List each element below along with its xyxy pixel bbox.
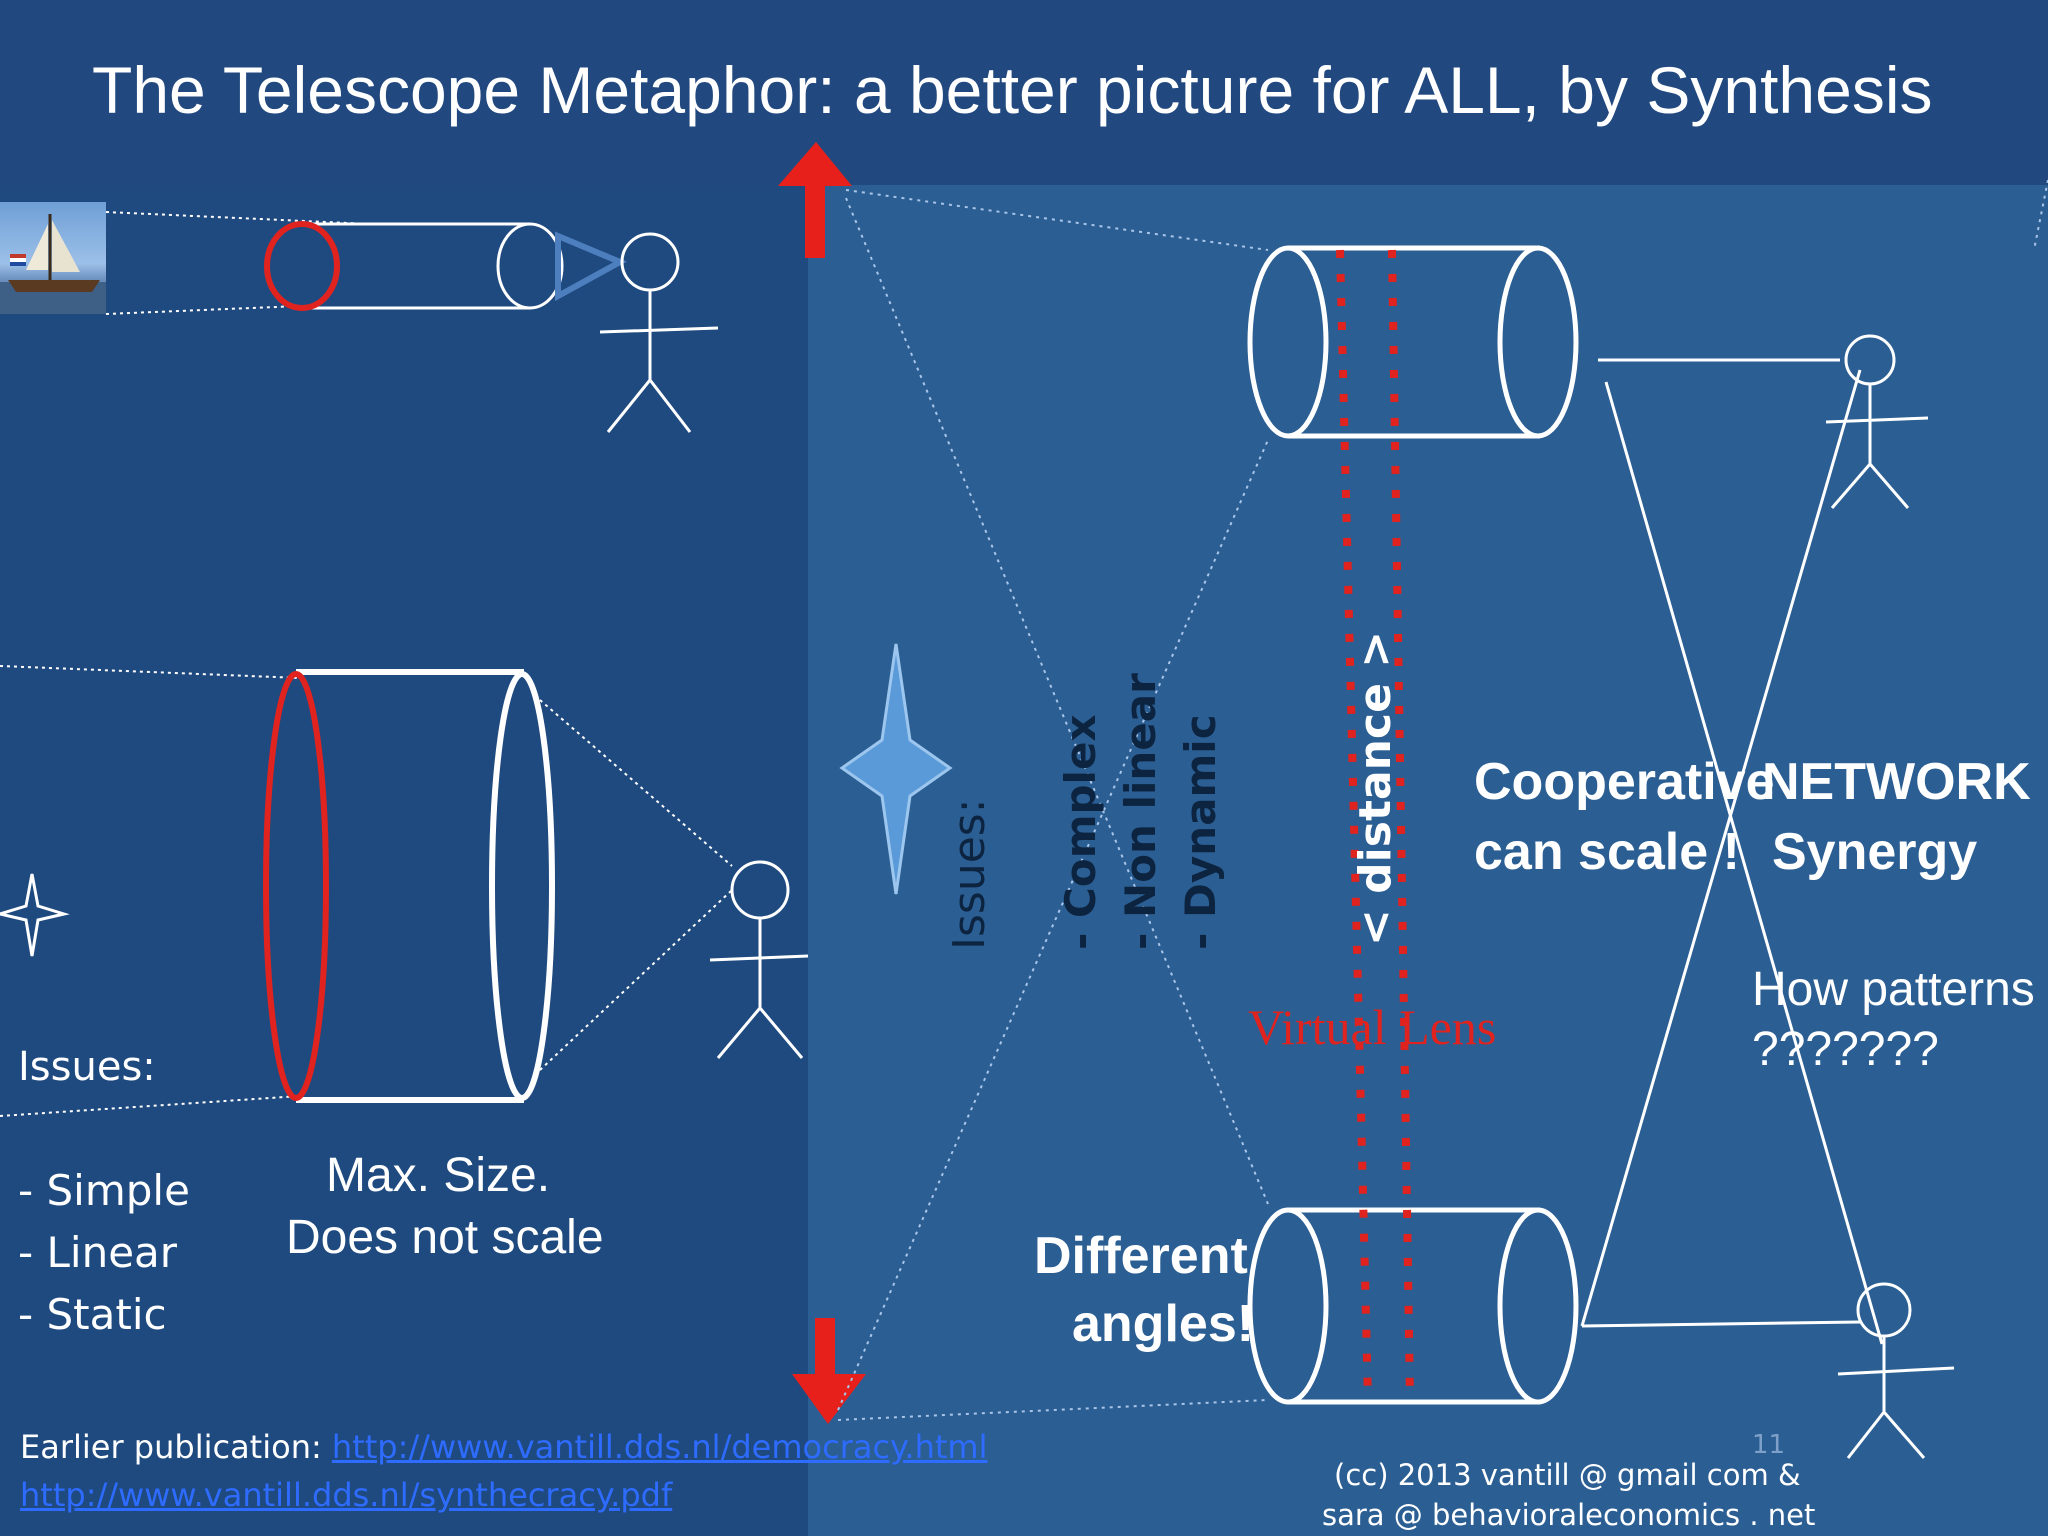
does-not-scale-label: Does not scale [286, 1211, 604, 1264]
question-marks-label: ??????? [1752, 1023, 1939, 1076]
slide-title: The Telescope Metaphor: a better picture… [92, 53, 1933, 127]
star-icon [0, 873, 70, 957]
right-issue-item: - Complex [1056, 714, 1105, 950]
star-icon [839, 643, 953, 895]
distance-label: < distance > [1350, 630, 1401, 946]
angles-label: angles! [1072, 1295, 1255, 1353]
network-lines [1580, 358, 1884, 1345]
earlier-publication: Earlier publication: http://www.vantill.… [20, 1428, 987, 1466]
can-scale-label: can scale ! [1474, 823, 1740, 881]
cooperative-label: Cooperative [1474, 753, 1775, 811]
large-telescope [0, 665, 733, 1117]
left-issue-item: - Static [18, 1290, 167, 1339]
bottom-lens-telescope [1247, 1207, 1579, 1405]
earlier-publication-label: Earlier publication: [20, 1428, 332, 1466]
virtual-lens-label: Virtual Lens [1248, 999, 1497, 1055]
left-issue-item: - Simple [18, 1166, 190, 1215]
left-issue-item: - Linear [18, 1228, 178, 1277]
right-issue-item: - Non linear [1116, 673, 1165, 950]
red-up-arrow [778, 142, 852, 258]
left-issues-heading: Issues: [18, 1044, 156, 1090]
ship-image [0, 202, 106, 314]
how-patterns-label: How patterns [1752, 963, 2035, 1016]
copyright-line2: sara @ behavioraleconomics . net [1322, 1498, 1816, 1532]
synergy-label: Synergy [1772, 823, 1978, 881]
stick-figure [1837, 1282, 1955, 1459]
different-label: Different [1034, 1227, 1248, 1285]
small-telescope [105, 211, 627, 315]
title-bar [0, 0, 2048, 185]
right-panel [808, 185, 2048, 1536]
network-label: NETWORK [1762, 753, 2031, 811]
synthecracy-link[interactable]: http://www.vantill.dds.nl/synthecracy.pd… [20, 1476, 673, 1514]
democracy-link[interactable]: http://www.vantill.dds.nl/democracy.html [331, 1428, 988, 1466]
page-number: 11 [1752, 1430, 1786, 1460]
right-issue-item: - Dynamic [1176, 714, 1225, 950]
top-lens-telescope [1247, 245, 1579, 439]
max-size-label: Max. Size. [326, 1149, 551, 1202]
copyright-line1: (cc) 2013 vantill @ gmail com & [1334, 1458, 1801, 1492]
stick-figure [709, 860, 809, 1059]
stick-figure [599, 232, 719, 433]
right-issues-heading: Issues: [944, 798, 995, 950]
stick-figure [1825, 334, 1929, 509]
